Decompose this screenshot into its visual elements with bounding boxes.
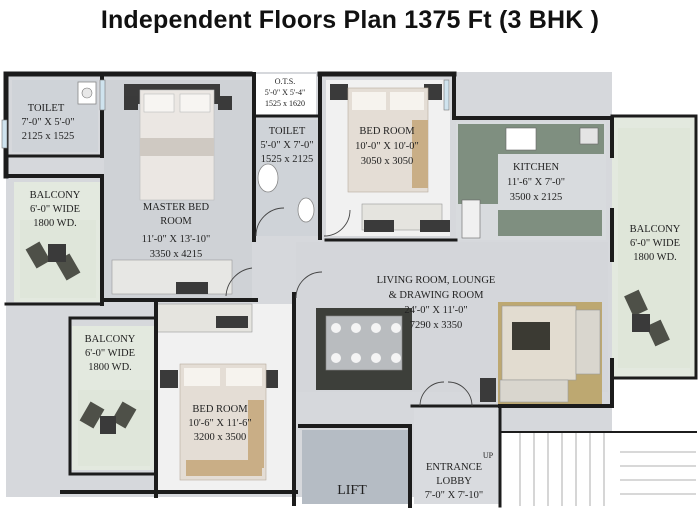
bedroom2-metric: 3200 x 3500	[194, 432, 247, 443]
master-wardrobe	[111, 259, 233, 295]
page-title: Independent Floors Plan 1375 Ft (3 BHK )	[100, 6, 600, 34]
ots-metric: 1525 x 1620	[265, 99, 305, 108]
bedroom2-dims: 10'-6" X 11'-6"	[188, 418, 251, 429]
kitchen: KITCHEN 11'-6" X 7'-0" 3500 x 2125	[456, 122, 606, 240]
toilet2-metric: 1525 x 2125	[261, 154, 314, 165]
bedroom1-name: BED ROOM	[359, 126, 415, 137]
lobby-up: UP	[483, 451, 494, 460]
balcony1-line1: BALCONY	[30, 190, 81, 201]
kitchen-dims: 11'-6" X 7'-0"	[507, 177, 565, 188]
entrance-lobby: ENTRANCE LOBBY 7'-0" X 7'-10" UP	[414, 404, 500, 504]
toilet-seat-icon	[257, 163, 279, 193]
master-line1: MASTER BED	[143, 202, 210, 213]
lift-name: LIFT	[337, 483, 367, 498]
bedroom-top: BED ROOM 10'-0" X 10'-0" 3050 x 3050	[326, 80, 450, 236]
staircase	[500, 432, 696, 506]
balcony-left-lower: BALCONY 6'-0" WIDE 1800 WD.	[72, 326, 154, 470]
windows	[1, 79, 450, 149]
kitchen-counter-side	[458, 124, 498, 204]
sink-icon	[579, 127, 599, 145]
toilet1-dims: 7'-0" X 5'-0"	[21, 117, 74, 128]
cooktop-icon	[505, 127, 537, 151]
lobby-dims: 7'-0" X 7'-10"	[425, 490, 483, 501]
ots-dims: 5'-0" X 5'-4"	[265, 88, 306, 97]
balcony-right-line3: 1800 WD.	[633, 252, 677, 263]
bedroom2-name: BED ROOM	[192, 404, 248, 415]
door-swings	[225, 207, 473, 407]
kitchen-metric: 3500 x 2125	[510, 192, 563, 203]
balcony-right-line2: 6'-0" WIDE	[630, 238, 680, 249]
balcony1-line2: 6'-0" WIDE	[30, 204, 80, 215]
lift: LIFT	[302, 430, 408, 504]
master-line2: ROOM	[160, 216, 192, 227]
lobby-line1: ENTRANCE	[426, 462, 482, 473]
master-dims: 11'-0" X 13'-10"	[142, 234, 211, 245]
bedroom1-dims: 10'-0" X 10'-0"	[355, 141, 419, 152]
toilet1-name: TOILET	[28, 103, 65, 114]
living-metric: 7290 x 3350	[410, 320, 463, 331]
balcony2-line2: 6'-0" WIDE	[85, 348, 135, 359]
walls	[3, 71, 698, 508]
ots-shaft: O.T.S. 5'-0" X 5'-4" 1525 x 1620	[256, 74, 316, 116]
ots-name: O.T.S.	[275, 77, 296, 86]
balcony2-line3: 1800 WD.	[88, 362, 132, 373]
toilet2-dims: 5'-0" X 7'-0"	[260, 140, 313, 151]
master-bedroom: MASTER BED ROOM 11'-0" X 13'-10" 3350 x …	[104, 80, 252, 298]
toilet1-metric: 2125 x 1525	[22, 131, 75, 142]
living-dims: 24'-0" X 11'-0"	[404, 305, 467, 316]
living-line1: LIVING ROOM, LOUNGE	[377, 275, 496, 286]
lobby-line2: LOBBY	[436, 476, 472, 487]
toilet-center: TOILET 5'-0" X 7'-0" 1525 x 2125	[254, 120, 320, 236]
floor-plan: TOILET 7'-0" X 5'-0" 2125 x 1525 BALCONY…	[1, 71, 698, 508]
bedroom1-metric: 3050 x 3050	[361, 156, 414, 167]
kitchen-name: KITCHEN	[513, 162, 559, 173]
balcony-left-upper: BALCONY 6'-0" WIDE 1800 WD.	[14, 182, 100, 302]
sofa	[575, 309, 601, 375]
balcony2-line1: BALCONY	[85, 334, 136, 345]
living-line2: & DRAWING ROOM	[389, 290, 484, 301]
washbasin-icon	[297, 197, 315, 223]
balcony1-line3: 1800 WD.	[33, 218, 77, 229]
toilet2-name: TOILET	[269, 126, 306, 137]
toilet-top-left: TOILET 7'-0" X 5'-0" 2125 x 1525	[12, 80, 98, 152]
bedroom-bottom: BED ROOM 10'-6" X 11'-6" 3200 x 3500	[155, 303, 292, 492]
master-metric: 3350 x 4215	[150, 249, 203, 260]
balcony-right: BALCONY 6'-0" WIDE 1800 WD.	[624, 224, 681, 347]
living-room: LIVING ROOM, LOUNGE & DRAWING ROOM 24'-0…	[296, 242, 608, 406]
balcony-right-line1: BALCONY	[630, 224, 681, 235]
